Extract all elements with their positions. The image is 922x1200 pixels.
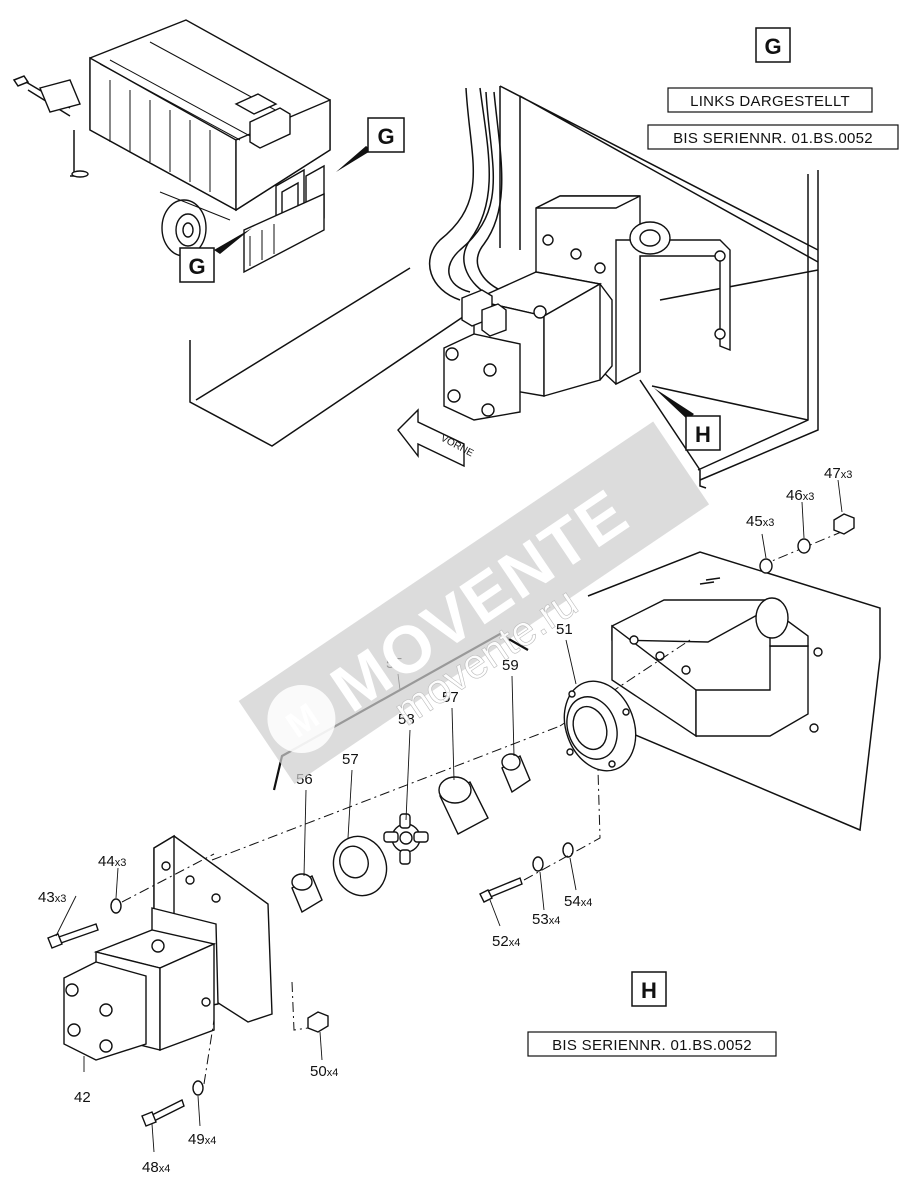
view-h-callout: H — [654, 388, 721, 451]
view-g-serial-note: BIS SERIENNR. 01.BS.0052 — [673, 130, 873, 147]
part-label-46: 46x3 — [786, 487, 814, 504]
part-label-44: 44x3 — [98, 853, 126, 870]
view-h-letter: H — [641, 978, 657, 1003]
part-label-57-left: 57 — [342, 751, 359, 768]
view-h-serial-note: BIS SERIENNR. 01.BS.0052 — [552, 1037, 752, 1054]
view-g-callout-letter: G — [377, 124, 394, 149]
part-label-57-right: 57 — [442, 689, 459, 706]
part-label-50: 50x4 — [310, 1063, 338, 1080]
exploded-view-drawing — [47, 513, 881, 1127]
view-h-header: H BIS SERIENNR. 01.BS.0052 — [527, 971, 777, 1057]
view-g-header: G LINKS DARGESTELLT BIS SERIENNR. 01.BS.… — [647, 27, 899, 150]
view-g-side-note: LINKS DARGESTELLT — [690, 93, 850, 110]
leader-lines — [55, 479, 843, 1153]
part-label-52: 52x4 — [492, 933, 520, 950]
part-label-48: 48x4 — [142, 1159, 170, 1176]
part-label-58: 58 — [398, 711, 415, 728]
view-g-letter: G — [764, 34, 781, 59]
part-label-42: 42 — [74, 1089, 91, 1106]
part-label-47: 47x3 — [824, 465, 852, 482]
direction-arrow-front: VORNE — [397, 408, 475, 468]
part-label-49: 49x4 — [188, 1131, 216, 1148]
view-g-callout-letter: G — [188, 254, 205, 279]
part-label-53: 53x4 — [532, 911, 560, 928]
view-h-callout-letter: H — [695, 422, 711, 447]
coupling-spider-shape — [383, 813, 429, 865]
part-label-43: 43x3 — [38, 889, 66, 906]
view-g-frame-drawing — [189, 85, 819, 489]
view-g-callout-bottom: G — [179, 228, 252, 283]
part-label-45: 45x3 — [746, 513, 774, 530]
trailer-overview-drawing — [12, 19, 331, 274]
view-g-callout-right: G — [336, 117, 405, 172]
part-label-54: 54x4 — [564, 893, 592, 910]
watermark-logo-icon — [267, 685, 336, 754]
part-label-59: 59 — [502, 657, 519, 674]
part-label-51: 51 — [556, 621, 573, 638]
watermark: M MOVENTE — [238, 421, 710, 784]
